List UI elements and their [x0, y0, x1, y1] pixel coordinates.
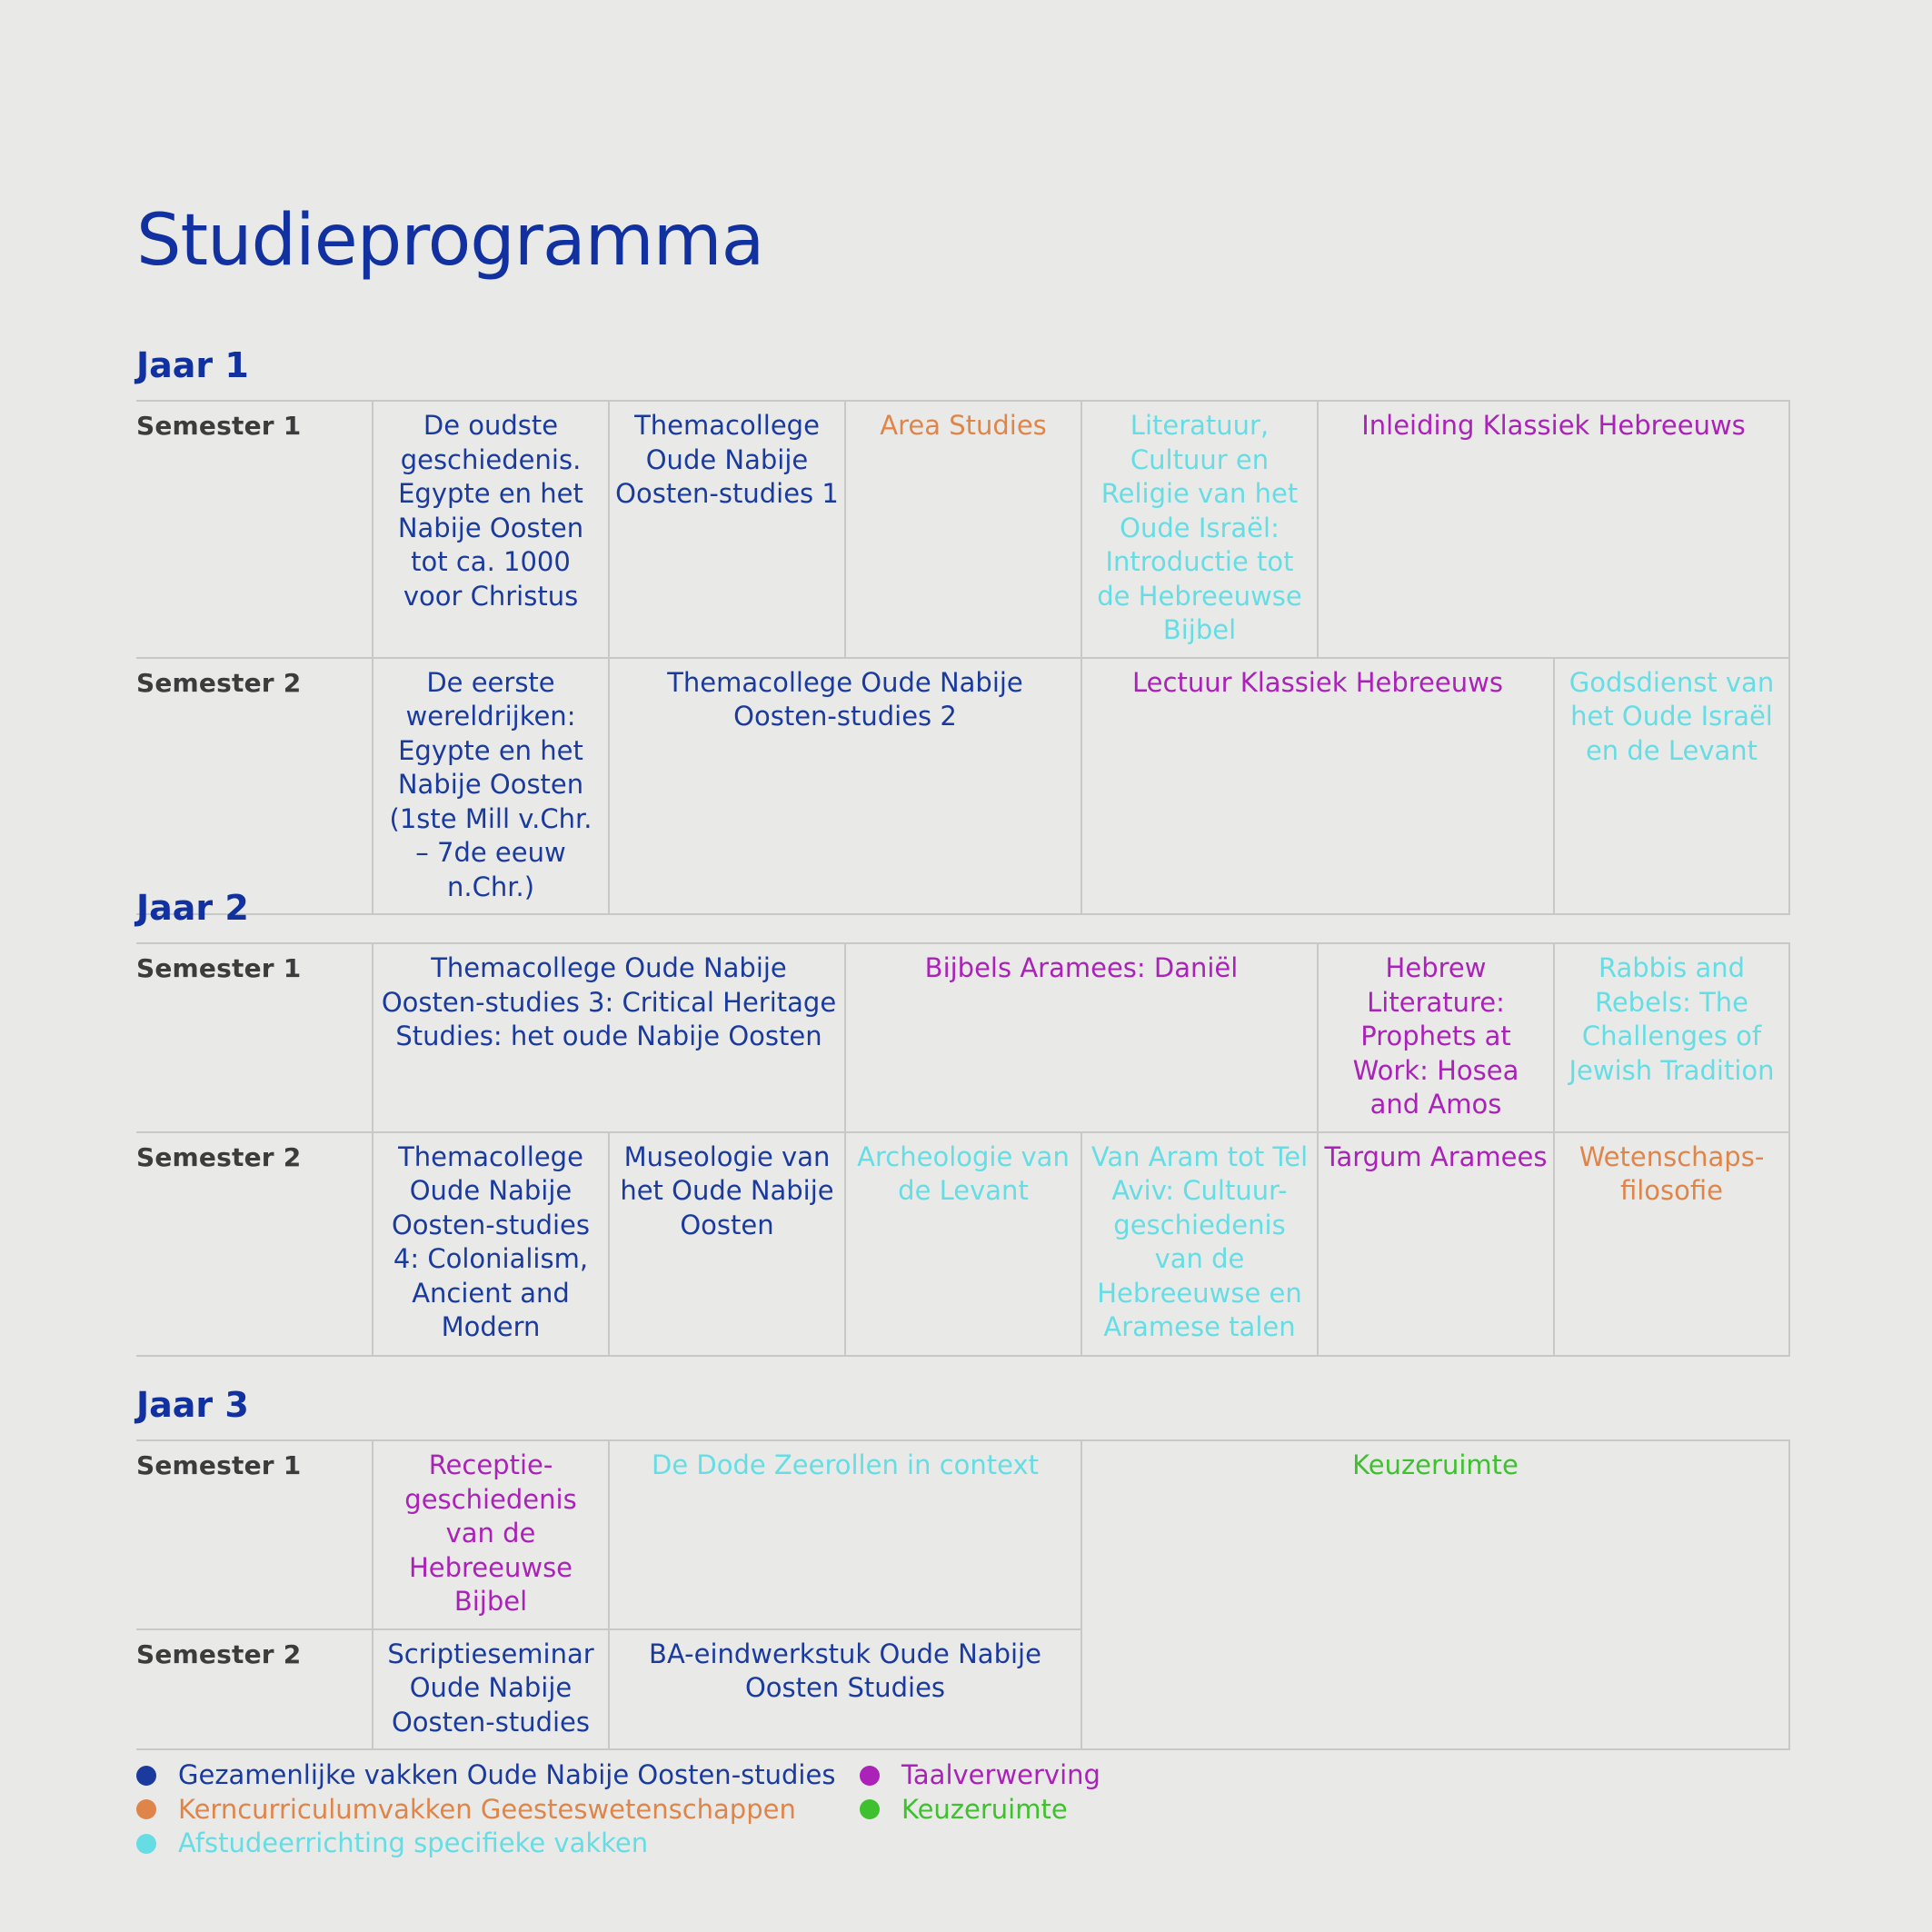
legend-item: Taalverwerving	[860, 1758, 1100, 1793]
year-heading: Jaar 3	[136, 1385, 249, 1425]
semester-label: Semester 2	[136, 656, 373, 915]
legend-label: Taalverwerving	[901, 1759, 1100, 1790]
bullet-icon	[136, 1799, 156, 1820]
course-cell: Godsdienst van het Oude Israël en de Lev…	[1552, 656, 1791, 915]
semester-label: Semester 2	[136, 1130, 373, 1357]
course-cell: Rabbis and Rebels: The Challenges of Jew…	[1553, 942, 1790, 1133]
course-cell: Inleiding Klassiek Hebreeuws	[1316, 400, 1791, 659]
semester-label: Semester 1	[136, 400, 373, 659]
legend-item: Afstudeerrichting specifieke vakken	[136, 1827, 835, 1861]
semester-row: Semester 1 Receptie-geschiedenis van de …	[136, 1439, 1790, 1750]
bullet-icon	[860, 1799, 880, 1820]
year-1-table: Semester 1 De oudste geschiedenis. Egypt…	[136, 400, 1791, 915]
course-cell: De eerste wereldrijken: Egypte en het Na…	[372, 656, 610, 915]
course-cell: Receptie-geschiedenis van de Hebreeuwse …	[372, 1439, 610, 1630]
semester-label: Semester 2	[136, 1628, 373, 1750]
bullet-icon	[860, 1765, 880, 1786]
course-cell: Museologie van het Oude Nabije Oosten	[608, 1130, 846, 1357]
legend-right: Taalverwerving Keuzeruimte	[860, 1758, 1100, 1827]
legend-label: Gezamenlijke vakken Oude Nabije Oosten-s…	[178, 1759, 836, 1790]
year-heading: Jaar 1	[136, 345, 249, 385]
course-cell: Literatuur, Cultuur en Religie van het O…	[1081, 400, 1319, 659]
legend-item: Gezamenlijke vakken Oude Nabije Oosten-s…	[136, 1758, 835, 1793]
semester-row: Semester 2 Scriptieseminar Oude Nabije O…	[136, 1628, 1789, 1750]
semester-label: Semester 1	[136, 1439, 373, 1630]
legend-label: Afstudeerrichting specifieke vakken	[178, 1827, 649, 1858]
course-cell: Themacollege Oude Nabije Oosten-studies …	[372, 942, 846, 1133]
course-cell: Targum Aramees	[1317, 1130, 1555, 1357]
semester-row: Semester 2 Themacollege Oude Nabije Oost…	[136, 1130, 1790, 1357]
semester-label: Semester 1	[136, 942, 373, 1133]
course-cell: De Dode Zeerollen in context	[608, 1439, 1082, 1630]
course-cell: BA-eindwerkstuk Oude Nabije Oosten Studi…	[608, 1628, 1082, 1750]
course-cell: Themacollege Oude Nabije Oosten-studies …	[608, 656, 1082, 915]
year-2-table: Semester 1 Themacollege Oude Nabije Oost…	[136, 942, 1790, 1357]
course-cell: Wetenschaps-filosofie	[1553, 1130, 1790, 1357]
year-heading: Jaar 2	[136, 888, 249, 928]
semester-row: Semester 2 De eerste wereldrijken: Egypt…	[136, 656, 1791, 915]
course-cell: Area Studies	[844, 400, 1082, 659]
page-title: Studieprogramma	[136, 200, 764, 282]
legend-left: Gezamenlijke vakken Oude Nabije Oosten-s…	[136, 1758, 835, 1861]
year-3-table: Semester 1 Receptie-geschiedenis van de …	[136, 1439, 1790, 1750]
legend-label: Kerncurriculumvakken Geesteswetenschappe…	[178, 1793, 796, 1825]
course-cell: Themacollege Oude Nabije Oosten-studies …	[372, 1130, 610, 1357]
semester-row: Semester 1 Themacollege Oude Nabije Oost…	[136, 942, 1790, 1133]
bullet-icon	[136, 1765, 156, 1786]
course-cell: Van Aram tot Tel Aviv: Cultuur-geschiede…	[1081, 1130, 1319, 1357]
course-cell: Scriptieseminar Oude Nabije Oosten-studi…	[372, 1628, 610, 1750]
course-cell: De oudste geschiedenis. Egypte en het Na…	[372, 400, 610, 659]
course-cell: Bijbels Aramees: Daniël	[844, 942, 1319, 1133]
semester-row: Semester 1 De oudste geschiedenis. Egypt…	[136, 400, 1791, 659]
course-cell: Lectuur Klassiek Hebreeuws	[1081, 656, 1555, 915]
course-cell: Archeologie van de Levant	[844, 1130, 1082, 1357]
course-cell: Hebrew Literature: Prophets at Work: Hos…	[1317, 942, 1555, 1133]
bullet-icon	[136, 1833, 156, 1854]
legend-item: Kerncurriculumvakken Geesteswetenschappe…	[136, 1793, 835, 1827]
legend-item: Keuzeruimte	[860, 1793, 1100, 1827]
course-cell: Themacollege Oude Nabije Oosten-studies …	[608, 400, 846, 659]
course-cell: Keuzeruimte	[1081, 1439, 1790, 1750]
legend-label: Keuzeruimte	[901, 1793, 1068, 1825]
